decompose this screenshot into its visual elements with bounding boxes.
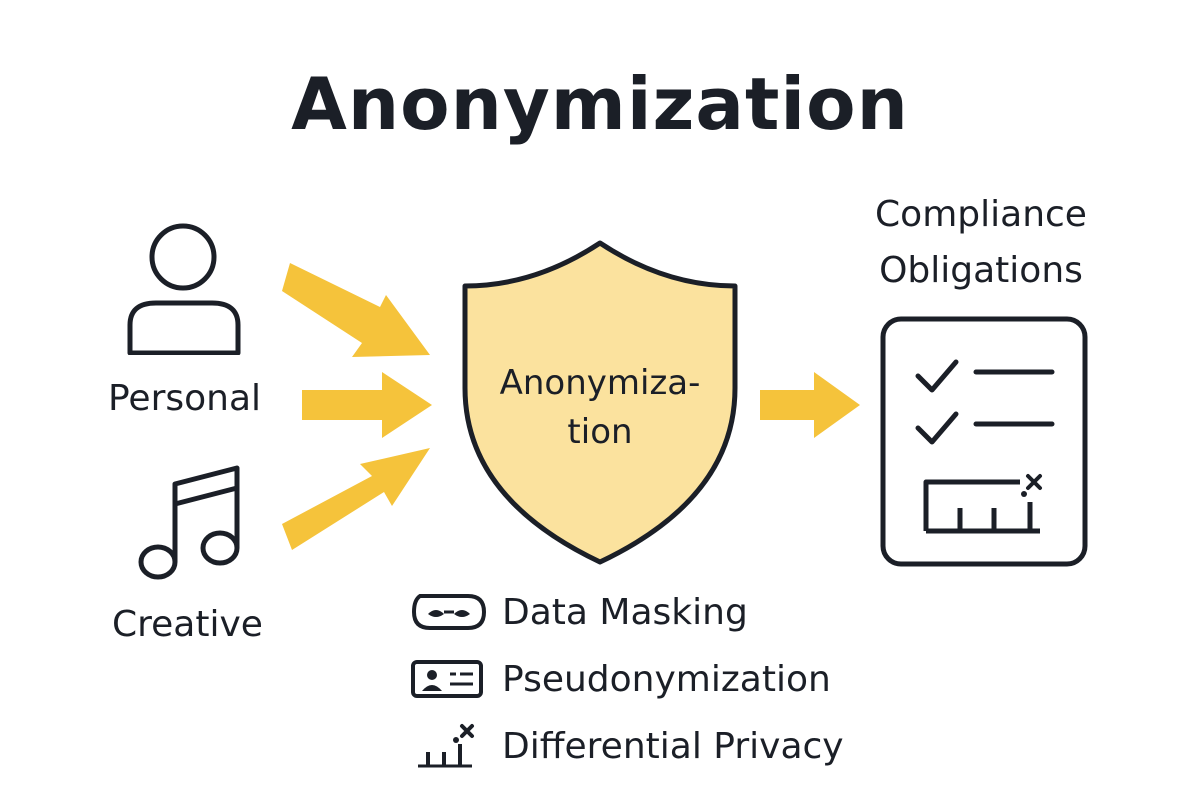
technique-label: Data Masking xyxy=(502,591,748,633)
shield-label-line2: tion xyxy=(567,412,633,452)
noise-chart-icon xyxy=(410,722,488,770)
compliance-label-line1: Compliance xyxy=(875,194,1087,235)
mask-icon xyxy=(410,588,488,636)
id-card-icon xyxy=(410,655,488,703)
technique-differential-privacy: Differential Privacy xyxy=(410,722,844,770)
technique-label: Differential Privacy xyxy=(502,725,844,767)
technique-pseudonymization: Pseudonymization xyxy=(410,655,831,703)
source-label-creative: Creative xyxy=(112,604,263,645)
shield-label-line1: Anonymiza- xyxy=(499,363,701,403)
checklist-icon xyxy=(880,316,1088,567)
arrow-center-to-shield xyxy=(302,372,432,438)
arrow-personal-to-shield xyxy=(282,263,430,357)
source-label-personal: Personal xyxy=(108,378,262,419)
technique-label: Pseudonymization xyxy=(502,658,831,700)
shield-icon xyxy=(462,240,738,565)
diagram-title: Anonymization xyxy=(291,62,909,146)
compliance-label-line2: Obligations xyxy=(879,250,1083,291)
person-icon xyxy=(127,223,241,355)
technique-data-masking: Data Masking xyxy=(410,588,748,636)
arrow-creative-to-shield xyxy=(282,448,430,550)
music-note-icon xyxy=(138,465,240,580)
arrow-shield-to-compliance xyxy=(760,372,860,438)
